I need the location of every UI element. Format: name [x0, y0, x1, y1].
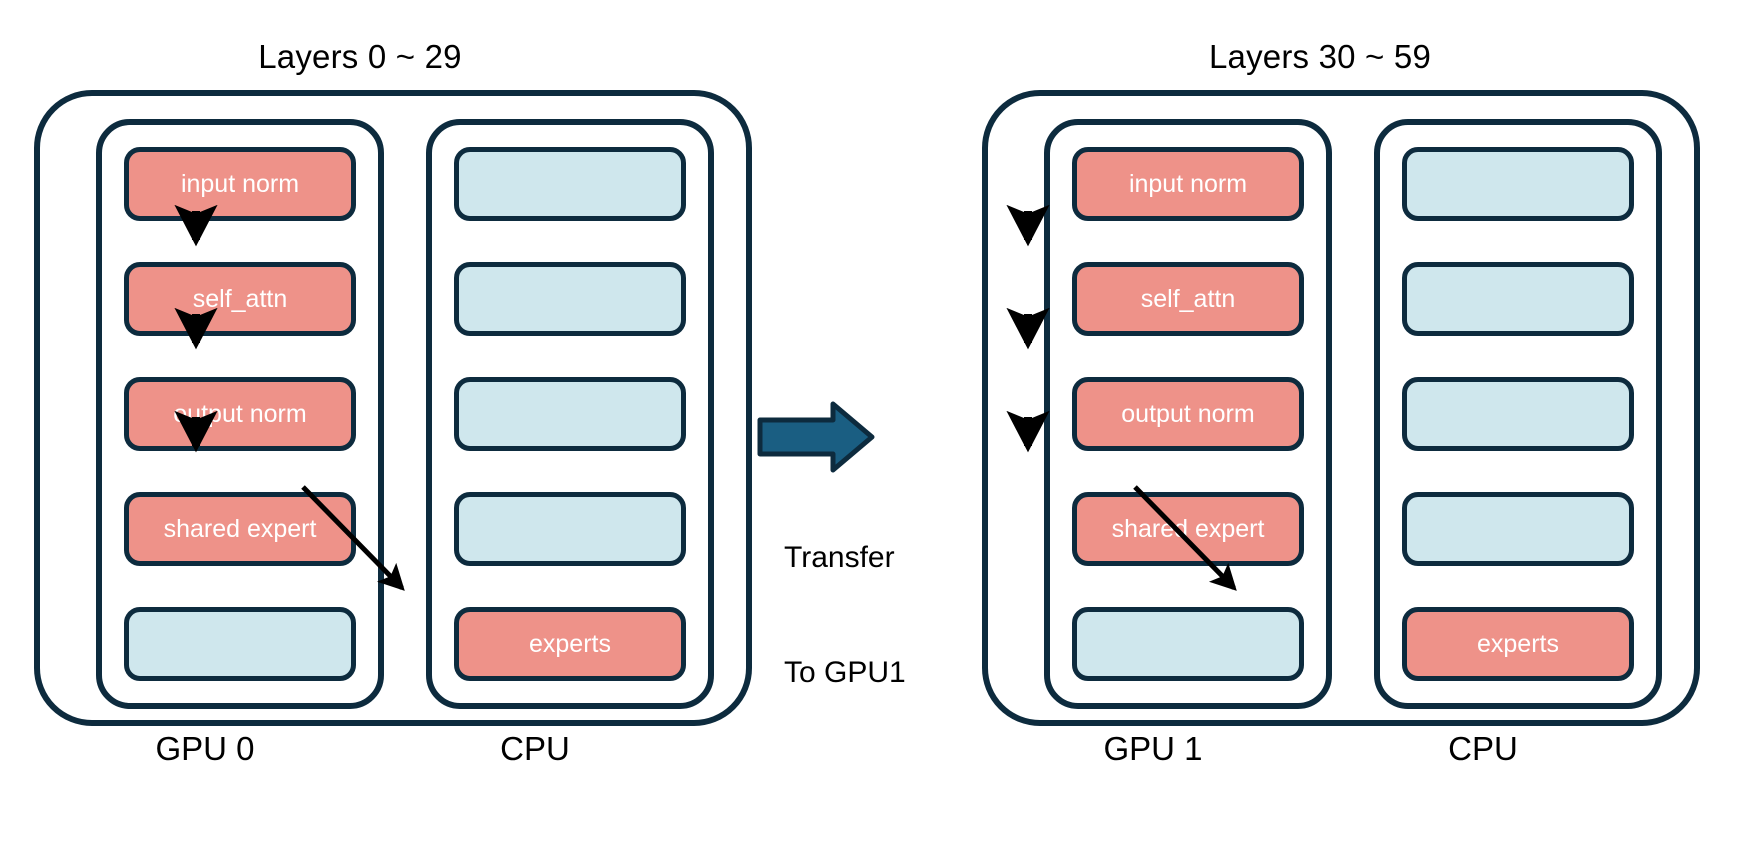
device-label-cpu-left: CPU [500, 730, 570, 767]
unit-label: input norm [180, 169, 300, 198]
transfer-annotation: Transfer To GPU1 [784, 462, 906, 769]
unit-label: self_attn [1140, 284, 1236, 313]
transfer-label-line1: Transfer [784, 540, 895, 574]
unit-self-attn[interactable]: self_attn [1072, 262, 1304, 336]
unit-experts[interactable]: experts [454, 607, 686, 681]
unit-label: input norm [1128, 169, 1248, 198]
gpu-column-left: input norm self_attn output norm shared … [96, 119, 384, 709]
unit-placeholder[interactable] [454, 262, 686, 336]
unit-placeholder[interactable] [454, 492, 686, 566]
panel-title-right: Layers 30 ~ 59 [1208, 38, 1432, 75]
transfer-block-arrow [757, 401, 875, 473]
node-box-left: input norm self_attn output norm shared … [34, 90, 752, 726]
gpu-column-right: input norm self_attn output norm shared … [1044, 119, 1332, 709]
unit-label: output norm [173, 399, 307, 428]
panel-title-left: Layers 0 ~ 29 [258, 38, 462, 75]
unit-label: self_attn [192, 284, 288, 313]
unit-label: experts [1477, 629, 1559, 658]
unit-placeholder[interactable] [1402, 262, 1634, 336]
unit-placeholder[interactable] [1402, 147, 1634, 221]
node-box-right: input norm self_attn output norm shared … [982, 90, 1700, 726]
unit-experts[interactable]: experts [1402, 607, 1634, 681]
unit-placeholder[interactable] [454, 147, 686, 221]
unit-shared-expert[interactable]: shared expert [1072, 492, 1304, 566]
unit-self-attn[interactable]: self_attn [124, 262, 356, 336]
unit-input-norm[interactable]: input norm [1072, 147, 1304, 221]
device-label-gpu0: GPU 0 [155, 730, 255, 767]
unit-output-norm[interactable]: output norm [1072, 377, 1304, 451]
device-label-cpu-right: CPU [1448, 730, 1518, 767]
transfer-label-line2: To GPU1 [784, 655, 906, 689]
cpu-column-left: experts [426, 119, 714, 709]
unit-output-norm[interactable]: output norm [124, 377, 356, 451]
unit-placeholder[interactable] [1072, 607, 1304, 681]
unit-placeholder[interactable] [1402, 377, 1634, 451]
unit-label: output norm [1121, 399, 1255, 428]
cpu-column-right: experts [1374, 119, 1662, 709]
unit-input-norm[interactable]: input norm [124, 147, 356, 221]
unit-label: shared expert [1111, 514, 1265, 543]
unit-label: experts [529, 629, 611, 658]
unit-placeholder[interactable] [1402, 492, 1634, 566]
unit-label: shared expert [163, 514, 317, 543]
unit-placeholder[interactable] [124, 607, 356, 681]
unit-shared-expert[interactable]: shared expert [124, 492, 356, 566]
unit-placeholder[interactable] [454, 377, 686, 451]
device-label-gpu1: GPU 1 [1103, 730, 1203, 767]
